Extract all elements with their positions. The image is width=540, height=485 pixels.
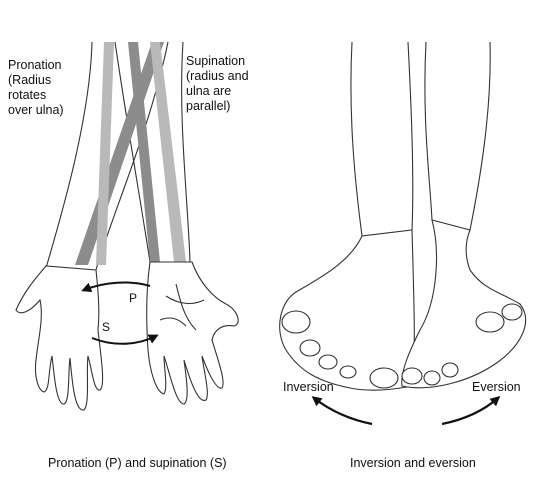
supination-arrow <box>91 334 159 345</box>
eversion-label: Eversion <box>472 380 521 394</box>
hands <box>15 261 239 411</box>
eversion-arrow <box>441 396 501 426</box>
inversion-label: Inversion <box>283 380 334 394</box>
pronation-label: Pronation (Radius rotates over ulna) <box>8 58 64 117</box>
rotation-arrows <box>81 281 159 345</box>
feet <box>279 219 526 391</box>
supination-arrow-label: S <box>102 320 111 334</box>
inversion-arrow <box>311 396 373 426</box>
foot-motion-arrows <box>311 396 501 426</box>
legs <box>350 41 491 237</box>
pronation-arrow <box>81 281 151 293</box>
pronation-supination-caption: Pronation (P) and supination (S) <box>48 456 227 470</box>
radius-ulna-bones <box>75 42 186 265</box>
supination-label: Supination (radius and ulna are parallel… <box>186 54 249 113</box>
inversion-eversion-caption: Inversion and eversion <box>350 456 476 470</box>
pronation-arrow-label: P <box>129 291 138 305</box>
